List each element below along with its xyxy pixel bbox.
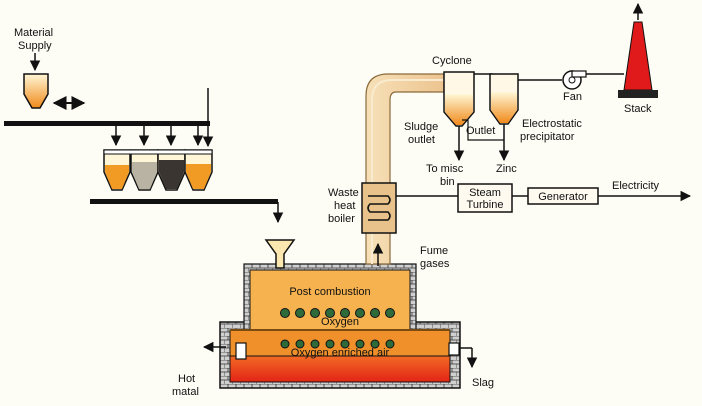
waste-heat-boiler-label-2: heat (334, 200, 355, 212)
sludge-outlet-label: Sludge (404, 121, 438, 133)
generator-label: Generator (538, 191, 588, 203)
furnace-conveyor (90, 199, 278, 204)
hot-metal-label-2: matal (172, 386, 199, 398)
hot-metal-label: Hot (178, 373, 195, 385)
material-supply-hopper (23, 73, 49, 109)
fan-label: Fan (563, 91, 582, 103)
electricity-label: Electricity (612, 180, 660, 192)
sludge-outlet-label-2: outlet (408, 134, 435, 146)
steam-turbine-label: Steam (469, 187, 501, 199)
steam-turbine-label-2: Turbine (467, 199, 504, 211)
to-misc-bin-label: To misc (426, 163, 464, 175)
post-combustion-label: Post combustion (289, 286, 370, 298)
oxygen-enriched-air-label: Oxygen enriched air (291, 347, 390, 359)
charge-funnel (264, 239, 296, 269)
hot-metal-tap (235, 342, 247, 360)
fan-icon (562, 70, 587, 90)
melt-bath (229, 355, 451, 383)
heat-coil-icon (367, 195, 391, 221)
material-supply-label-2: Supply (18, 40, 52, 52)
air-nozzles (280, 339, 395, 349)
steam-turbine (457, 183, 513, 213)
hopper-feed-arrows (110, 124, 204, 147)
post-combustion-zone (249, 269, 411, 331)
waste-heat-boiler-label-3: boiler (328, 213, 355, 225)
outlet-label: Outlet (466, 125, 495, 137)
slag-label: Slag (472, 377, 494, 389)
to-misc-bin-label-2: bin (440, 176, 455, 188)
smelting-furnace (219, 263, 461, 389)
zinc-label: Zinc (496, 163, 517, 175)
slag-tap (448, 342, 460, 356)
oxygen-nozzles (280, 308, 395, 318)
storage-hoppers (103, 149, 213, 191)
electrostatic-label-2: precipitator (520, 131, 575, 143)
feed-conveyor (4, 121, 210, 126)
oxygen-label: Oxygen (321, 316, 359, 328)
electrostatic-label: Electrostatic (522, 118, 582, 130)
material-supply-label: Material (14, 27, 53, 39)
cyclone-outlet-line (462, 119, 504, 141)
cyclone-label: Cyclone (432, 55, 472, 67)
fume-gases-label: Fume (420, 245, 448, 257)
stack (623, 21, 653, 91)
fume-gases-label-2: gases (420, 258, 450, 270)
oxygen-zone (229, 329, 451, 357)
stack-label: Stack (624, 103, 652, 115)
waste-heat-boiler-label: Waste (328, 187, 359, 199)
waste-heat-boiler (361, 182, 397, 234)
